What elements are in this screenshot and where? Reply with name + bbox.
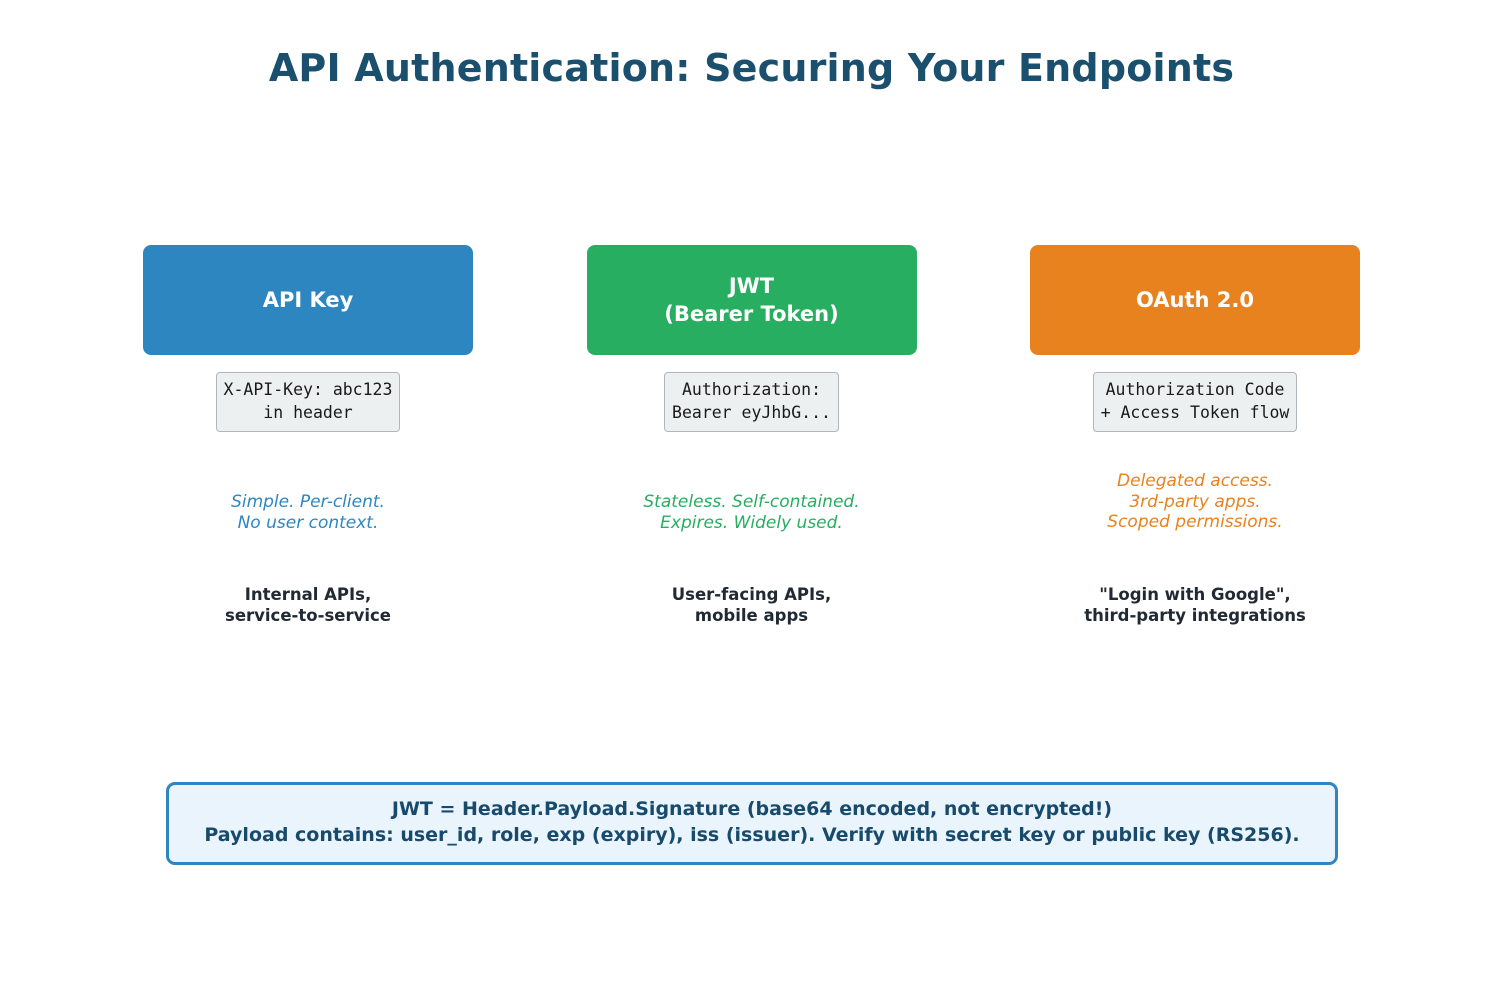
descriptor-oauth: Delegated access. 3rd-party apps. Scoped… [1107,470,1283,533]
descriptor-jwt: Stateless. Self-contained. Expires. Wide… [643,491,860,533]
jwt-structure-callout: JWT = Header.Payload.Signature (base64 e… [166,782,1338,866]
code-chip-wrap-api-key: X-API-Key: abc123 in header [143,372,473,432]
code-chip-wrap-oauth: Authorization Code + Access Token flow [1030,372,1360,432]
code-chip-wrap-jwt: Authorization: Bearer eyJhbG... [587,372,917,432]
usecase-oauth: "Login with Google", third-party integra… [1084,585,1306,625]
method-card-jwt[interactable]: JWT (Bearer Token) [586,245,917,355]
code-chip-jwt: Authorization: Bearer eyJhbG... [664,372,839,432]
usecase-jwt: User-facing APIs, mobile apps [671,585,832,625]
auth-method-column-jwt: JWT (Bearer Token) Authorization: Bearer… [586,245,917,625]
usecase-api-key: Internal APIs, service-to-service [225,585,391,625]
method-card-oauth[interactable]: OAuth 2.0 [1030,245,1360,355]
page-title: API Authentication: Securing Your Endpoi… [268,46,1235,90]
method-card-api-key[interactable]: API Key [143,245,473,355]
auth-methods-row: API Key X-API-Key: abc123 in header Simp… [143,245,1360,625]
code-chip-api-key: X-API-Key: abc123 in header [215,372,401,432]
descriptor-api-key: Simple. Per-client. No user context. [231,491,385,533]
code-chip-oauth: Authorization Code + Access Token flow [1092,372,1298,432]
auth-method-column-oauth: OAuth 2.0 Authorization Code + Access To… [1030,245,1360,625]
auth-method-column-api-key: API Key X-API-Key: abc123 in header Simp… [143,245,473,625]
